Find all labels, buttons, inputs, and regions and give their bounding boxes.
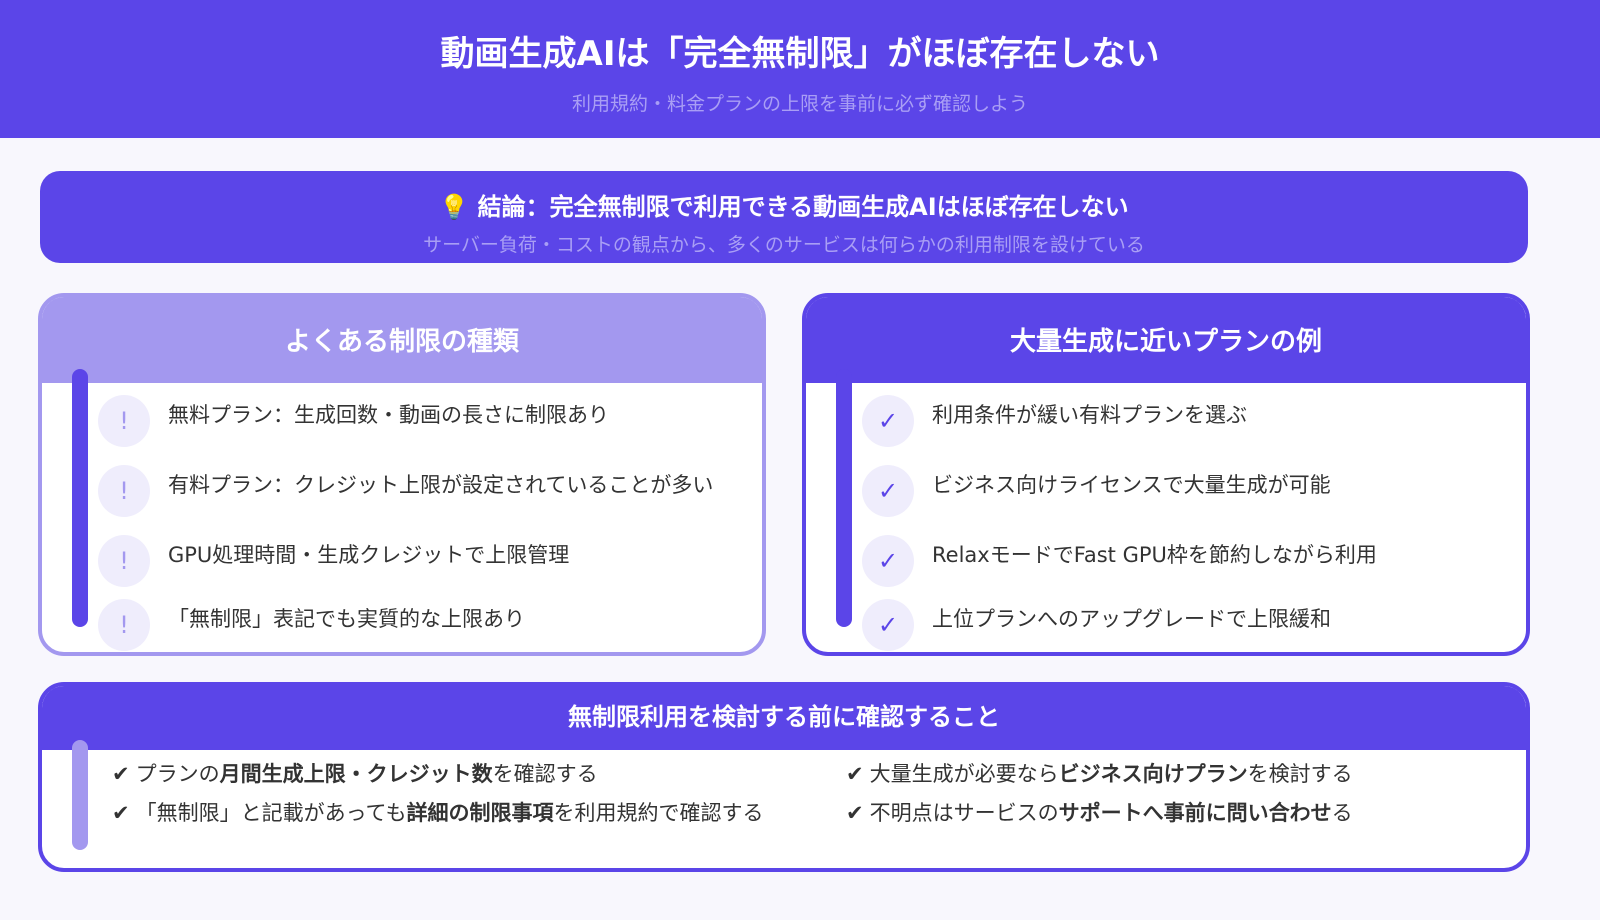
check-icon: ✓ [862, 465, 914, 517]
check-icon: ✓ [862, 395, 914, 447]
checklist-item: ✔プランの月間生成上限・クレジット数を確認する [112, 758, 598, 788]
item-text: プランの [135, 762, 220, 786]
conclusion-subtitle: サーバー負荷・コストの観点から、多くのサービスは何らかの利用制限を設けている [423, 234, 1145, 256]
common-limits-card: よくある制限の種類 ! 無料プラン：生成回数・動画の長さに制限あり! 有料プラン：ク… [38, 293, 766, 656]
item-text: を確認する [492, 762, 598, 786]
emphasis-text: 月間生成上限・クレジット数 [219, 762, 493, 786]
header: 動画生成AIは「完全無制限」がほぼ存在しない 利用規約・料金プランの上限を事前に… [0, 0, 1600, 138]
list-item: ✓ 利用条件が緩い有料プランを選ぶ [862, 395, 1247, 447]
list-item-text: 「無制限」表記でも実質的な上限あり [168, 607, 525, 631]
check-icon: ✔ [112, 801, 130, 825]
item-text: る [1331, 801, 1353, 825]
checklist-item: ✔不明点はサービスのサポートへ事前に問い合わせる [846, 797, 1353, 827]
bulk-plans-card: 大量生成に近いプランの例 ✓ 利用条件が緩い有料プランを選ぶ ✓ ビジネス向けライセン… [802, 293, 1530, 656]
accent-bar [72, 369, 88, 627]
check-icon: ✔ [112, 762, 130, 786]
emphasis-text: ビジネス向けプラン [1058, 762, 1248, 786]
accent-bar [72, 740, 88, 850]
emphasis-text: 詳細の制限事項 [406, 801, 554, 825]
page-subtitle: 利用規約・料金プランの上限を事前に必ず確認しよう [571, 93, 1028, 115]
conclusion-banner: 💡 結論：完全無制限で利用できる動画生成AIはほぼ存在しない サーバー負荷・コス… [40, 171, 1528, 263]
item-text: 「無制限」と記載があっても [135, 801, 407, 825]
list-item: ! 無料プラン：生成回数・動画の長さに制限あり [98, 395, 609, 447]
list-item: ! 「無制限」表記でも実質的な上限あり [98, 599, 525, 651]
conclusion-title: 💡 結論：完全無制限で利用できる動画生成AIはほぼ存在しない [439, 193, 1129, 221]
list-item: ✓ RelaxモードでFast GPU枠を節約しながら利用 [862, 535, 1377, 587]
exclamation-icon: ! [98, 395, 150, 447]
list-item-text: ビジネス向けライセンスで大量生成が可能 [932, 473, 1331, 497]
item-text: 大量生成が必要なら [869, 762, 1059, 786]
checklist-card: 無制限利用を検討する前に確認すること ✔プランの月間生成上限・クレジット数を確認… [38, 682, 1530, 872]
card-title: よくある制限の種類 [42, 297, 762, 383]
check-icon: ✓ [862, 535, 914, 587]
card-title: 大量生成に近いプランの例 [806, 297, 1526, 383]
list-item-text: RelaxモードでFast GPU枠を節約しながら利用 [932, 543, 1377, 567]
list-item: ✓ 上位プランへのアップグレードで上限緩和 [862, 599, 1331, 651]
list-item: ! 有料プラン：クレジット上限が設定されていることが多い [98, 465, 713, 517]
item-text: を検討する [1247, 762, 1353, 786]
list-item-text: 利用条件が緩い有料プランを選ぶ [932, 403, 1247, 427]
list-item-text: GPU処理時間・生成クレジットで上限管理 [168, 543, 570, 567]
check-icon: ✔ [846, 762, 864, 786]
list-item-text: 有料プラン：クレジット上限が設定されていることが多い [168, 473, 714, 497]
list-item: ! GPU処理時間・生成クレジットで上限管理 [98, 535, 569, 587]
checklist-item: ✔「無制限」と記載があっても詳細の制限事項を利用規約で確認する [112, 797, 764, 827]
check-icon: ✓ [862, 599, 914, 651]
accent-bar [836, 369, 852, 627]
exclamation-icon: ! [98, 535, 150, 587]
emphasis-text: サポートへ事前に問い合わせ [1058, 801, 1332, 825]
list-item-text: 上位プランへのアップグレードで上限緩和 [932, 607, 1331, 631]
exclamation-icon: ! [98, 465, 150, 517]
check-icon: ✔ [846, 801, 864, 825]
page-title: 動画生成AIは「完全無制限」がほぼ存在しない [440, 34, 1160, 74]
item-text: を利用規約で確認する [553, 801, 764, 825]
checklist-item: ✔大量生成が必要ならビジネス向けプランを検討する [846, 758, 1353, 788]
checklist-title: 無制限利用を検討する前に確認すること [42, 686, 1526, 750]
item-text: 不明点はサービスの [869, 801, 1059, 825]
exclamation-icon: ! [98, 599, 150, 651]
list-item-text: 無料プラン：生成回数・動画の長さに制限あり [168, 403, 609, 427]
list-item: ✓ ビジネス向けライセンスで大量生成が可能 [862, 465, 1331, 517]
